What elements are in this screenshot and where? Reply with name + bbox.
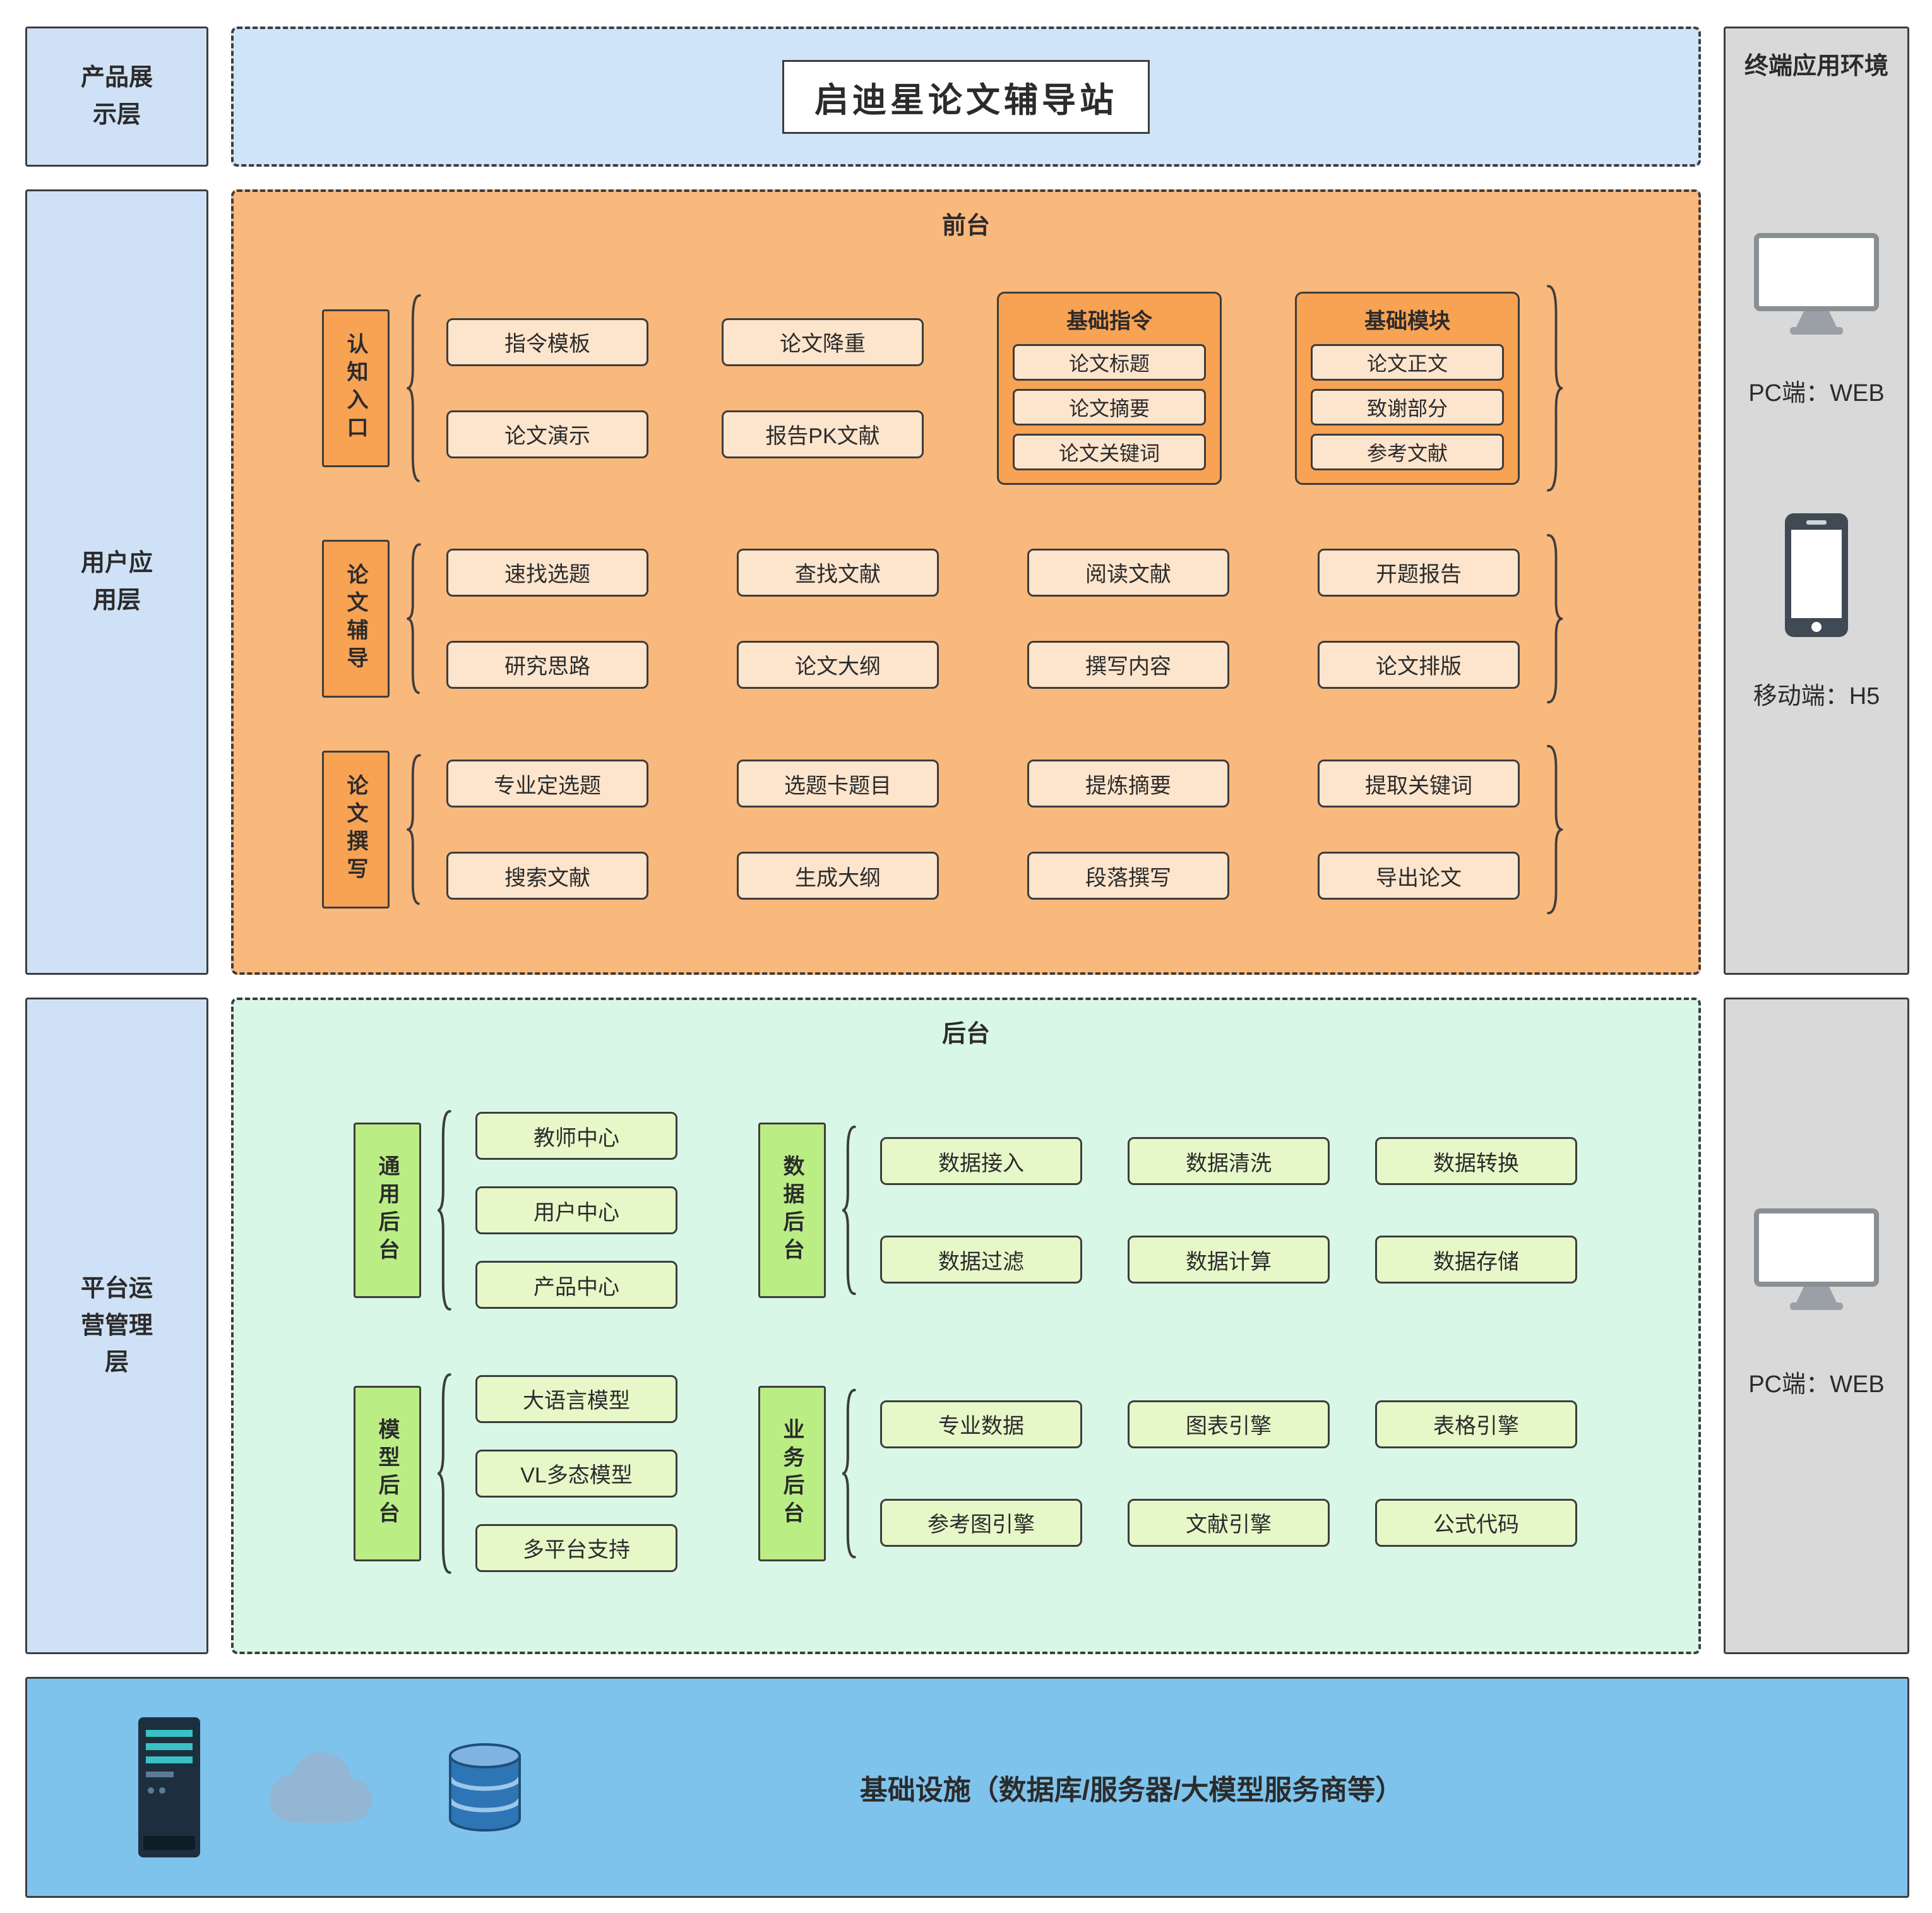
diagram-node: 论文大纲 bbox=[737, 640, 939, 689]
diagram-node: 数据计算 bbox=[1128, 1236, 1330, 1284]
pc-web-label: PC端：WEB bbox=[1748, 380, 1885, 407]
basic-command-group-label: 基础指令 bbox=[1066, 309, 1152, 333]
diagram-node: 论文标题 bbox=[1013, 343, 1206, 381]
diagram-node: 图表引擎 bbox=[1128, 1400, 1330, 1448]
diagram-node: 大语言模型 bbox=[475, 1374, 677, 1423]
group-label-model-backend: 模型后台 bbox=[354, 1385, 421, 1561]
basic-module-group-label: 基础模块 bbox=[1364, 309, 1450, 333]
backend-panel: 后台 通用后台 教师中心 用户中心 产品中心 数据后台 数据接入 bbox=[231, 998, 1701, 1654]
backend-row-1: 通用后台 教师中心 用户中心 产品中心 数据后台 数据接入 数据清洗 数据转换 bbox=[354, 1109, 1679, 1311]
backend-row-2: 模型后台 大语言模型 VL多态模型 多平台支持 业务后台 专业数据 图表引擎 表… bbox=[354, 1373, 1679, 1575]
layer-user-application-label: 用户应用层 bbox=[80, 550, 153, 614]
left-brace-icon bbox=[436, 1109, 453, 1311]
diagram-node: 教师中心 bbox=[475, 1112, 677, 1160]
pc-web-label: PC端：WEB bbox=[1748, 1371, 1885, 1398]
diagram-node: 数据接入 bbox=[880, 1137, 1082, 1186]
diagram-node: 提炼摘要 bbox=[1027, 760, 1229, 808]
diagram-node: VL多态模型 bbox=[475, 1449, 677, 1498]
layer-product-display: 产品展示层 bbox=[25, 27, 208, 167]
diagram-node: 指令模板 bbox=[446, 318, 648, 366]
layer-platform-operation-label: 平台运营管理层 bbox=[80, 1275, 153, 1376]
diagram-node: 数据过滤 bbox=[880, 1236, 1082, 1284]
group-label-data-backend: 数据后台 bbox=[758, 1123, 826, 1299]
diagram-node: 数据转换 bbox=[1375, 1137, 1577, 1186]
server-icon bbox=[138, 1717, 200, 1857]
terminal-environment-title: 终端应用环境 bbox=[1744, 53, 1888, 80]
layer-user-application: 用户应用层 bbox=[25, 189, 208, 975]
diagram-node: 表格引擎 bbox=[1375, 1400, 1577, 1448]
left-brace-icon bbox=[841, 1125, 857, 1296]
infrastructure-bar: 基础设施（数据库/服务器/大模型服务商等） bbox=[25, 1677, 1909, 1898]
diagram-node: 文献引擎 bbox=[1128, 1498, 1330, 1547]
diagram-node: 产品中心 bbox=[475, 1261, 677, 1309]
diagram-node: 速找选题 bbox=[446, 548, 648, 597]
paper-writing-row: 论文撰写 专业定选题 选题卡题目 提炼摘要 提取关键词 搜索文献 生成大纲 段落… bbox=[322, 744, 1679, 915]
frontend-panel: 前台 认知入口 指令模板 论文演示 论文降重 报告PK文献 bbox=[231, 189, 1701, 975]
diagram-node: 选题卡题目 bbox=[737, 760, 939, 808]
group-label-general-backend: 通用后台 bbox=[354, 1123, 421, 1299]
left-brace-icon bbox=[406, 294, 422, 483]
product-display-panel: 启迪星论文辅导站 bbox=[231, 27, 1701, 167]
diagram-node: 提取关键词 bbox=[1318, 760, 1520, 808]
terminal-environment-panel: 终端应用环境 PC端：WEB 移动端：H5 bbox=[1724, 27, 1909, 975]
diagram-node: 用户中心 bbox=[475, 1186, 677, 1235]
diagram-node: 多平台支持 bbox=[475, 1523, 677, 1572]
layer-product-display-label: 产品展示层 bbox=[80, 64, 153, 128]
diagram-node: 查找文献 bbox=[737, 548, 939, 597]
mobile-h5-label: 移动端：H5 bbox=[1753, 683, 1880, 710]
cloud-icon bbox=[270, 1752, 372, 1823]
layer-platform-operation: 平台运营管理层 bbox=[25, 998, 208, 1654]
diagram-node: 公式代码 bbox=[1375, 1498, 1577, 1547]
left-brace-icon bbox=[406, 543, 422, 694]
diagram-node: 论文演示 bbox=[446, 410, 648, 458]
diagram-node: 论文排版 bbox=[1318, 640, 1520, 689]
diagram-node: 参考文献 bbox=[1311, 433, 1504, 470]
cognitive-entry-row: 认知入口 指令模板 论文演示 论文降重 报告PK文献 基础指令 论文标 bbox=[322, 284, 1679, 492]
diagram-node: 导出论文 bbox=[1318, 852, 1520, 900]
infrastructure-label: 基础设施（数据库/服务器/大模型服务商等） bbox=[859, 1775, 1404, 1806]
basic-module-group: 基础模块 论文正文 致谢部分 参考文献 bbox=[1295, 291, 1520, 485]
diagram-node: 阅读文献 bbox=[1027, 548, 1229, 597]
diagram-node: 参考图引擎 bbox=[880, 1498, 1082, 1547]
backend-panel-label: 后台 bbox=[941, 1021, 990, 1047]
diagram-node: 论文降重 bbox=[722, 318, 924, 366]
diagram-node: 报告PK文献 bbox=[722, 410, 924, 458]
database-icon bbox=[448, 1743, 522, 1832]
monitor-icon bbox=[1754, 1208, 1879, 1310]
frontend-panel-label: 前台 bbox=[941, 213, 990, 239]
diagram-node: 论文关键词 bbox=[1013, 433, 1206, 470]
diagram-node: 搜索文献 bbox=[446, 852, 648, 900]
diagram-node: 数据清洗 bbox=[1128, 1137, 1330, 1186]
diagram-node: 论文摘要 bbox=[1013, 388, 1206, 426]
group-label-business-backend: 业务后台 bbox=[758, 1385, 826, 1561]
group-label-paper-tutoring: 论文辅导 bbox=[322, 539, 390, 698]
left-brace-icon bbox=[841, 1388, 857, 1559]
diagram-node: 开题报告 bbox=[1318, 548, 1520, 597]
right-brace-icon bbox=[1545, 284, 1564, 492]
smartphone-icon bbox=[1785, 513, 1848, 637]
diagram-node: 专业数据 bbox=[880, 1400, 1082, 1448]
diagram-node: 致谢部分 bbox=[1311, 388, 1504, 426]
diagram-node: 数据存储 bbox=[1375, 1236, 1577, 1284]
group-label-cognitive-entry: 认知入口 bbox=[322, 309, 390, 467]
diagram-node: 论文正文 bbox=[1311, 343, 1504, 381]
diagram-node: 生成大纲 bbox=[737, 852, 939, 900]
diagram-node: 研究思路 bbox=[446, 640, 648, 689]
page-title: 启迪星论文辅导站 bbox=[782, 59, 1150, 134]
paper-tutoring-row: 论文辅导 速找选题 查找文献 阅读文献 开题报告 研究思路 论文大纲 撰写内容 … bbox=[322, 533, 1679, 704]
right-brace-icon bbox=[1545, 533, 1564, 704]
monitor-icon bbox=[1754, 233, 1879, 335]
group-label-paper-writing: 论文撰写 bbox=[322, 751, 390, 909]
left-brace-icon bbox=[406, 754, 422, 905]
diagram-node: 段落撰写 bbox=[1027, 852, 1229, 900]
left-brace-icon bbox=[436, 1373, 453, 1575]
basic-command-group: 基础指令 论文标题 论文摘要 论文关键词 bbox=[997, 291, 1222, 485]
diagram-node: 撰写内容 bbox=[1027, 640, 1229, 689]
right-brace-icon bbox=[1545, 744, 1564, 915]
diagram-node: 专业定选题 bbox=[446, 760, 648, 808]
terminal-pc-panel: PC端：WEB bbox=[1724, 998, 1909, 1654]
